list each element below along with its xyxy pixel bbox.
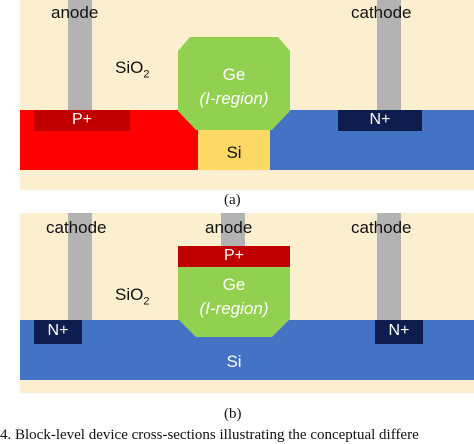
ge-i-region xyxy=(178,265,290,337)
p-plus-implant xyxy=(34,110,130,131)
ge-region-label-b: (I-region) xyxy=(199,299,269,318)
p-plus-cap xyxy=(178,246,290,267)
figure-caption: 4. Block-level device cross-sections ill… xyxy=(0,427,419,443)
caption-a: (a) xyxy=(224,192,241,208)
n-plus-label-b-right: N+ xyxy=(388,322,410,339)
figure-b-panel xyxy=(20,213,474,393)
ge-i-region xyxy=(178,37,290,130)
cathode-contact-left xyxy=(68,213,92,325)
anode-contact xyxy=(221,213,245,248)
cathode-contact xyxy=(377,0,401,115)
n-plus-implant-right xyxy=(375,320,423,344)
figure-a-panel xyxy=(20,0,474,190)
ge-label-a: Ge xyxy=(222,65,246,84)
ge-label-b: Ge xyxy=(222,275,246,294)
sio2-label-a: SiO2 xyxy=(115,58,150,81)
n-plus-label-a: N+ xyxy=(369,111,391,128)
si-pedestal xyxy=(198,130,270,170)
si-label-a: Si xyxy=(226,143,242,162)
anode-contact xyxy=(68,0,92,115)
anode-label-b: anode xyxy=(205,218,253,237)
cathode-contact-right xyxy=(377,213,401,325)
cathode-label-b-left: cathode xyxy=(46,218,107,237)
n-plus-label-b-left: N+ xyxy=(47,322,69,339)
n-plus-implant xyxy=(338,110,422,131)
p-plus-label-a: P+ xyxy=(71,111,92,128)
n-plus-implant-left xyxy=(34,320,82,344)
si-label-b: Si xyxy=(226,352,242,371)
cathode-label-b-right: cathode xyxy=(351,218,412,237)
sio2-label-b: SiO2 xyxy=(115,285,150,308)
caption-b: (b) xyxy=(224,406,242,422)
anode-label-a: anode xyxy=(51,3,99,22)
cathode-label-a: cathode xyxy=(351,3,412,22)
ge-region-label-a: (I-region) xyxy=(199,89,269,108)
p-plus-label-b: P+ xyxy=(223,247,244,264)
